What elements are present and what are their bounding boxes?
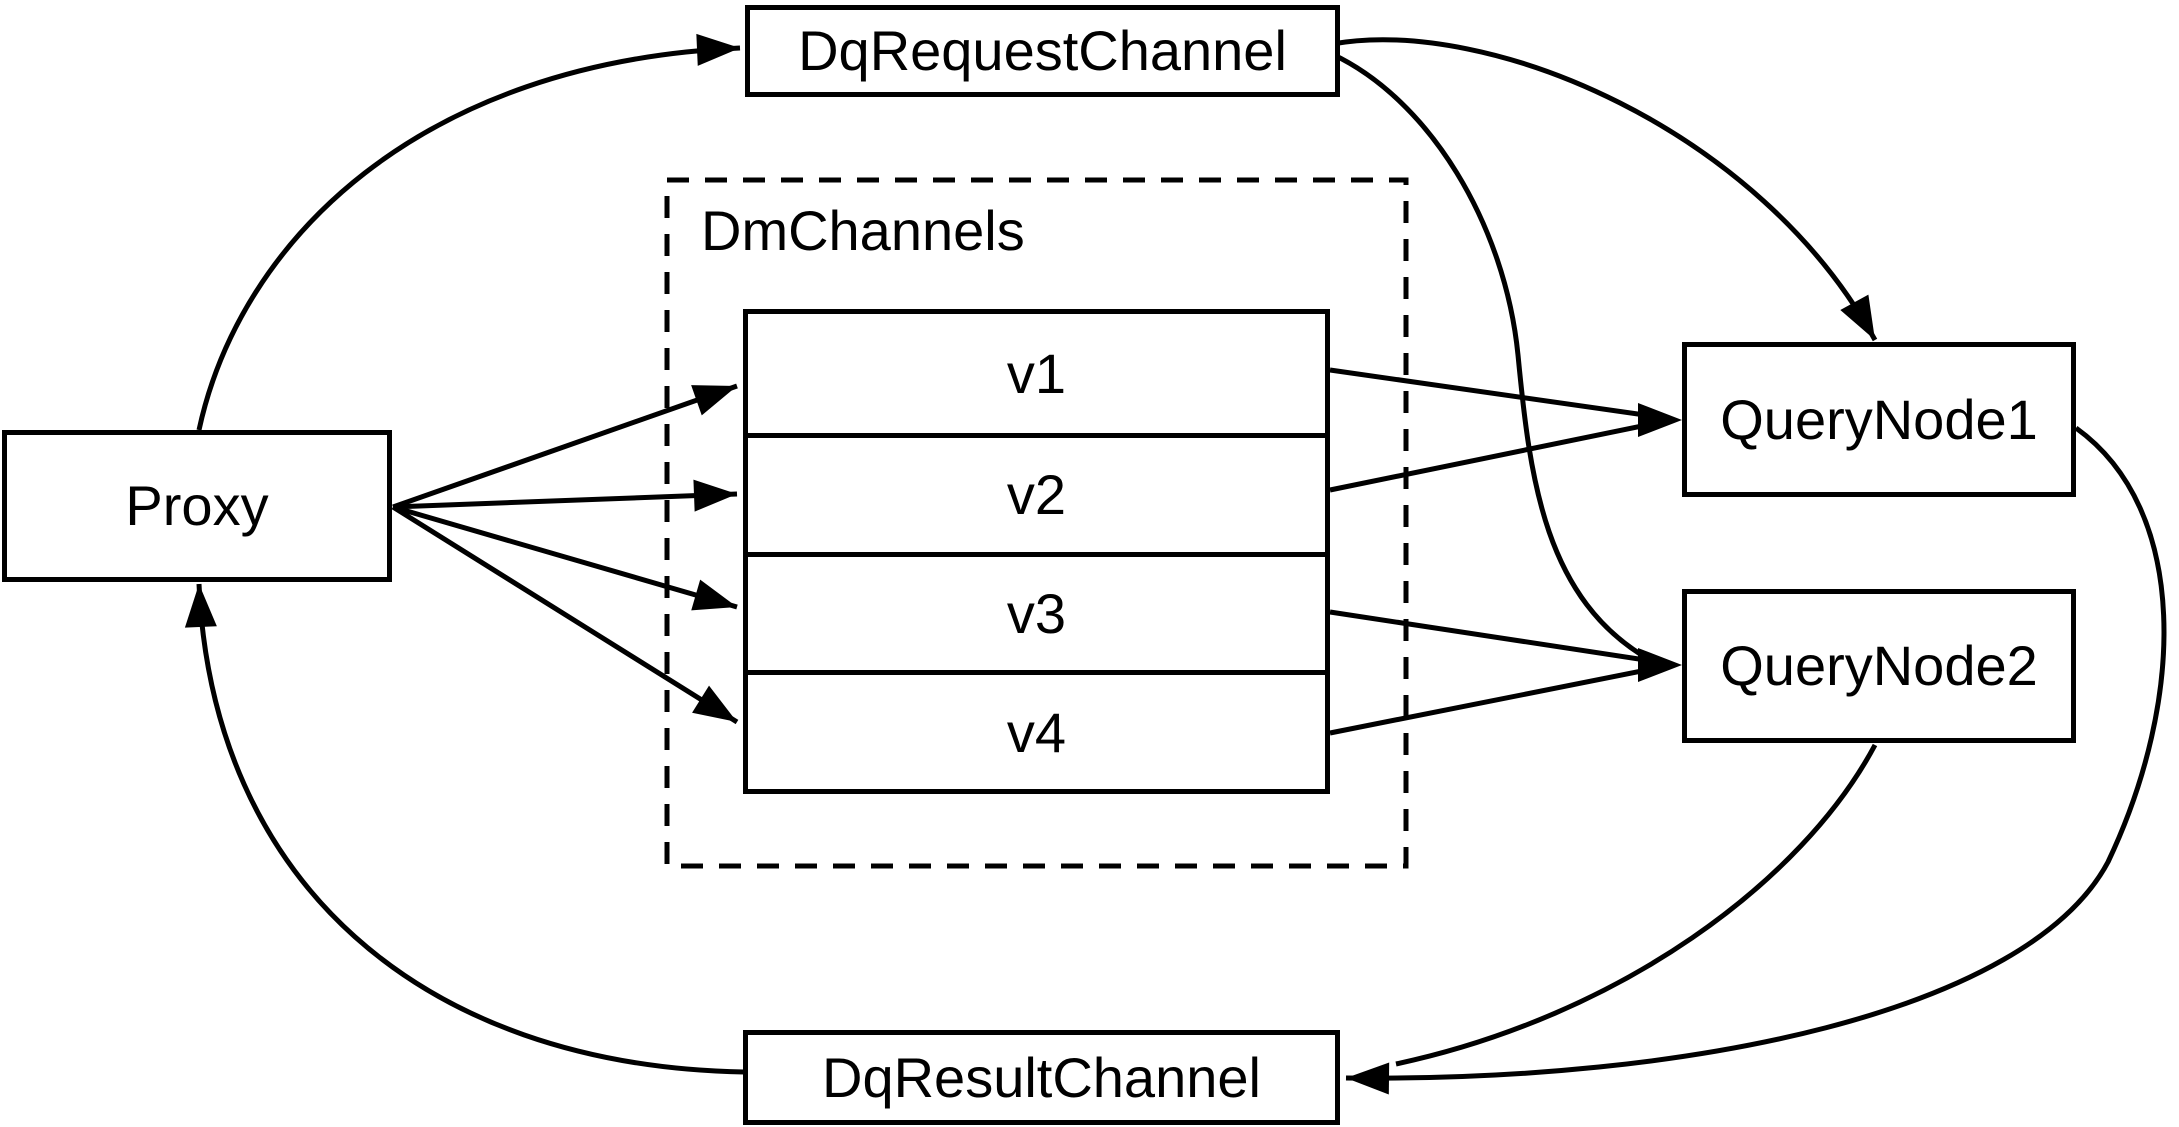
edge-v2-to-querynode1 <box>1329 421 1653 493</box>
channel-row-v2: v2 <box>748 432 1325 552</box>
edge-querynode2-to-dqresultchannel <box>1395 743 1878 1067</box>
channel-row-v4: v4 <box>748 670 1325 789</box>
edge-v4-to-querynode2 <box>1329 666 1653 736</box>
channel-v2-label: v2 <box>1006 463 1067 527</box>
edge-proxy-to-v1 <box>392 383 738 510</box>
channel-row-v3: v3 <box>748 551 1325 671</box>
node-querynode2: QueryNode2 <box>1682 589 2076 743</box>
edge-proxy-to-v2 <box>392 479 738 512</box>
node-dqresultchannel-label: DqResultChannel <box>822 1045 1261 1109</box>
node-querynode1: QueryNode1 <box>1682 342 2076 497</box>
edge-proxy-to-v3 <box>392 504 738 611</box>
group-dmchannels-label: DmChannels <box>701 199 1025 262</box>
edge-dqresultchannel-to-proxy <box>184 583 745 1075</box>
edge-v1-to-querynode1 <box>1329 367 1653 419</box>
channel-stack: v1 v2 v3 v4 <box>743 309 1330 794</box>
arrowhead-into-querynode1 <box>1638 403 1682 437</box>
node-dqrequestchannel: DqRequestChannel <box>745 5 1340 97</box>
node-dqrequestchannel-label: DqRequestChannel <box>798 19 1287 82</box>
group-dmchannels: DmChannels <box>665 178 1408 868</box>
channel-v3-label: v3 <box>1006 581 1067 645</box>
channel-v4-label: v4 <box>1006 700 1067 764</box>
dmchannels-group-border <box>664 177 1409 869</box>
arrowhead-into-querynode2 <box>1638 648 1682 682</box>
edge-proxy-to-dqrequestchannel <box>196 33 741 431</box>
edge-v3-to-querynode2 <box>1329 609 1653 664</box>
edge-dqrequestchannel-to-querynode1 <box>1331 37 1878 342</box>
node-querynode1-label: QueryNode1 <box>1720 387 2038 451</box>
node-dqresultchannel: DqResultChannel <box>743 1030 1340 1125</box>
channel-v1-label: v1 <box>1006 341 1067 405</box>
node-querynode2-label: QueryNode2 <box>1720 634 2038 697</box>
edge-dqrequestchannel-to-querynode2 <box>1330 51 1652 663</box>
edge-proxy-to-v4 <box>391 504 739 725</box>
node-proxy: Proxy <box>2 430 392 582</box>
edge-querynode1-to-dqresultchannel <box>1345 425 2167 1095</box>
channel-row-v1: v1 <box>748 314 1325 433</box>
node-proxy-label: Proxy <box>125 474 269 537</box>
